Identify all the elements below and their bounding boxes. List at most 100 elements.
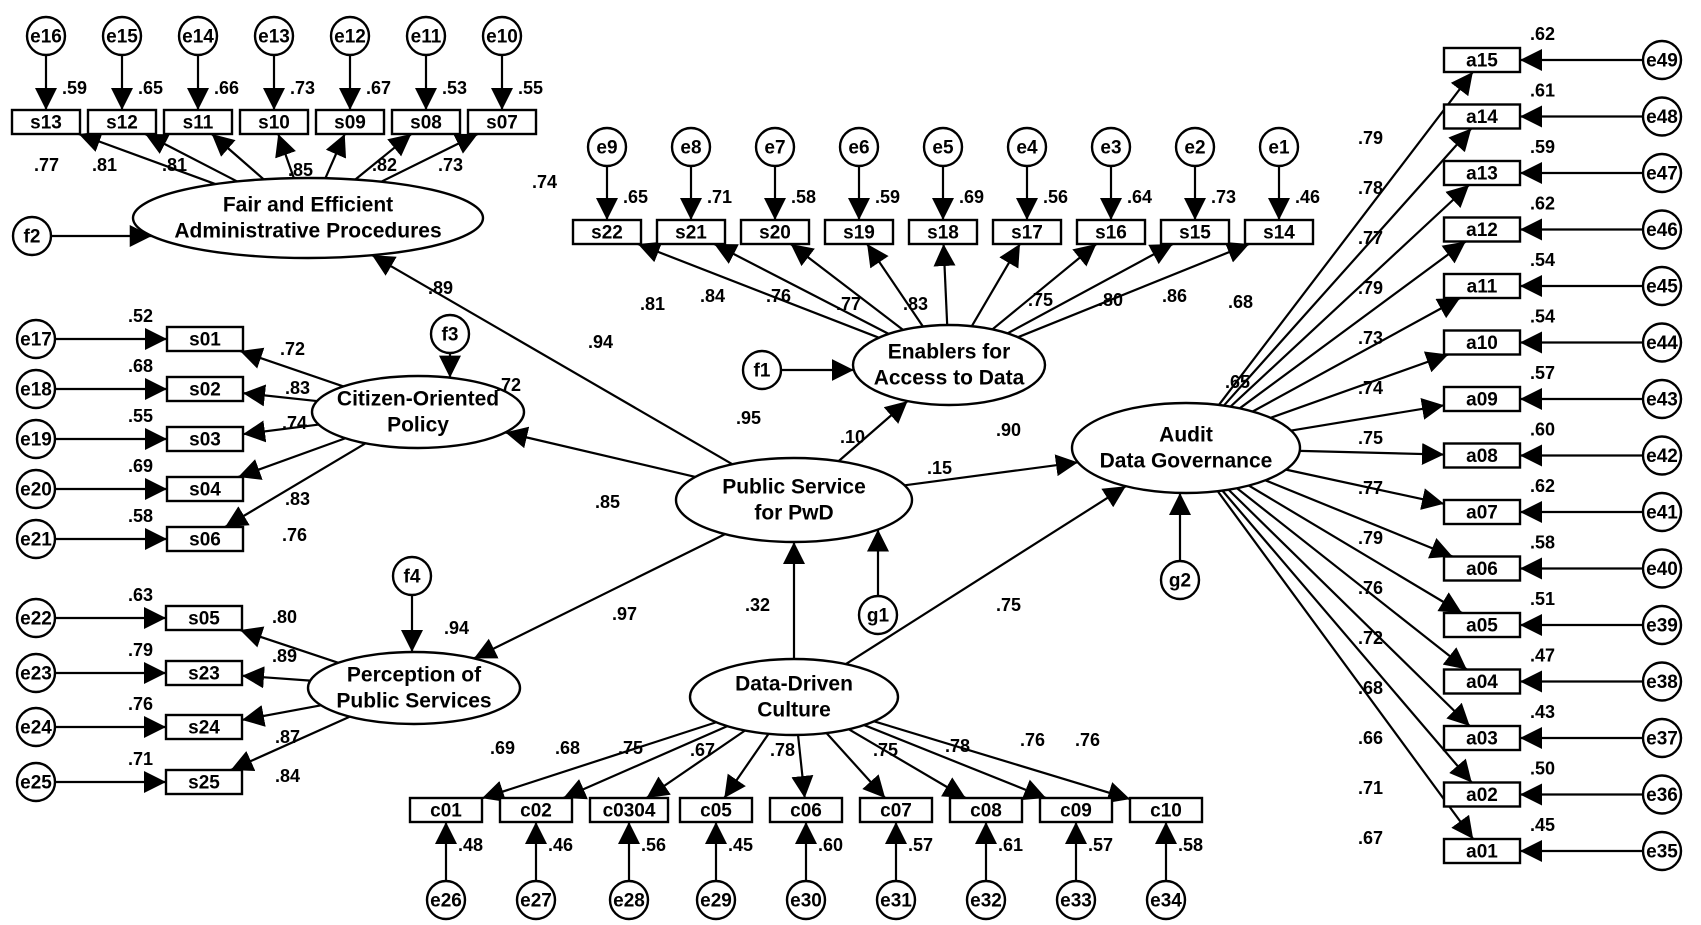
indicator-s06-label: s06 bbox=[189, 530, 221, 551]
r2-label-a11: .54 bbox=[1530, 250, 1555, 270]
loading-label-s23: .89 bbox=[272, 646, 297, 666]
loading-label-c07: .75 bbox=[873, 740, 898, 760]
loading-arrow-s17 bbox=[970, 243, 1021, 327]
latent-r2-ead: .90 bbox=[996, 420, 1021, 440]
indicator-a07-label: a07 bbox=[1466, 503, 1498, 524]
indicator-s05-label: s05 bbox=[188, 609, 220, 630]
r2-label-a02: .50 bbox=[1530, 759, 1555, 779]
latent-ead-ellipse bbox=[851, 323, 1047, 407]
latent-psp-label: for PwD bbox=[754, 502, 833, 525]
indicator-s21-label: s21 bbox=[675, 223, 707, 244]
error-e43-label: e43 bbox=[1646, 390, 1678, 411]
loading-label-s21: .84 bbox=[700, 286, 725, 306]
latent-adg-label: Audit bbox=[1159, 424, 1213, 447]
indicator-a13-label: a13 bbox=[1466, 164, 1498, 185]
indicator-s18-box bbox=[907, 218, 979, 246]
latent-feap-label: Administrative Procedures bbox=[174, 220, 441, 243]
error-e21-circle bbox=[15, 518, 57, 560]
loading-arrow-s10 bbox=[275, 133, 296, 179]
indicator-c07-box bbox=[858, 796, 934, 824]
indicator-s23-label: s23 bbox=[188, 664, 220, 685]
indicator-s20-label: s20 bbox=[759, 223, 791, 244]
error-e36-circle bbox=[1641, 774, 1683, 815]
loading-arrow-a10 bbox=[1270, 351, 1449, 419]
error-e16-label: e16 bbox=[30, 27, 62, 48]
error-e6-circle bbox=[838, 126, 880, 168]
error-e35-label: e35 bbox=[1646, 842, 1678, 863]
path-arrow-psp-cop bbox=[505, 426, 696, 478]
error-e11-label: e11 bbox=[411, 27, 442, 48]
r2-label-s10: .73 bbox=[290, 78, 315, 98]
error-e41-circle bbox=[1641, 491, 1683, 533]
r2-label-c01: .48 bbox=[458, 835, 483, 855]
indicator-s19-label: s19 bbox=[843, 223, 875, 244]
r2-label-c05: .45 bbox=[728, 835, 753, 855]
error-e47-circle bbox=[1641, 152, 1683, 194]
loading-arrow-s08 bbox=[354, 133, 412, 181]
loading-label-s04: .83 bbox=[285, 489, 310, 509]
error-e5-circle bbox=[922, 126, 964, 168]
error-e25-circle bbox=[15, 761, 57, 803]
r2-label-s21: .71 bbox=[707, 187, 732, 207]
r2-label-a09: .57 bbox=[1530, 363, 1555, 383]
error-e15-circle bbox=[101, 15, 143, 57]
path-arrow-psp-pps bbox=[473, 533, 726, 660]
indicator-s08-box bbox=[390, 108, 462, 136]
loading-arrow-a05 bbox=[1248, 484, 1463, 614]
indicator-s23-box bbox=[164, 659, 244, 687]
indicator-a14-box bbox=[1442, 103, 1522, 130]
indicator-s13-box bbox=[10, 108, 82, 136]
loading-label-c06: .78 bbox=[770, 740, 795, 760]
indicator-s10-label: s10 bbox=[258, 113, 290, 134]
path-coef-psp-pps: .97 bbox=[612, 604, 637, 624]
error-e33-circle bbox=[1055, 879, 1097, 921]
r2-label-s16: .64 bbox=[1127, 187, 1152, 207]
latent-cop-ellipse bbox=[310, 374, 526, 450]
indicator-a06-box bbox=[1442, 555, 1522, 582]
r2-label-s06: .58 bbox=[128, 506, 153, 526]
indicator-a01-label: a01 bbox=[1466, 842, 1498, 863]
indicator-c09-label: c09 bbox=[1060, 801, 1092, 822]
indicator-s06-box bbox=[165, 525, 245, 553]
error-e40-circle bbox=[1641, 548, 1683, 589]
loading-label-a12: .79 bbox=[1358, 278, 1383, 298]
loading-arrow-a02 bbox=[1221, 489, 1473, 784]
indicator-s11-box bbox=[162, 108, 234, 136]
loading-label-s07: .74 bbox=[532, 172, 557, 192]
error-e29-label: e29 bbox=[700, 891, 732, 912]
error-e17-label: e17 bbox=[20, 330, 52, 351]
loading-arrow-a06 bbox=[1264, 479, 1453, 559]
indicator-c08-label: c08 bbox=[970, 801, 1002, 822]
loading-arrow-a11 bbox=[1252, 297, 1461, 413]
error-e27-circle bbox=[515, 879, 557, 921]
indicator-c01-box bbox=[408, 796, 484, 824]
error-e13-circle bbox=[253, 15, 295, 57]
error-e39-circle bbox=[1641, 604, 1683, 646]
indicator-a10-label: a10 bbox=[1466, 333, 1498, 354]
loading-arrow-s20 bbox=[790, 243, 904, 331]
indicator-a15-box bbox=[1442, 46, 1522, 74]
indicator-a03-label: a03 bbox=[1466, 729, 1498, 750]
loading-arrow-a13 bbox=[1229, 184, 1470, 408]
loading-label-a01: .67 bbox=[1358, 828, 1383, 848]
latent-ead-label: Access to Data bbox=[874, 367, 1025, 390]
indicator-s03-box bbox=[165, 425, 245, 453]
error-e24-circle bbox=[15, 706, 57, 748]
indicator-a08-box bbox=[1442, 442, 1522, 469]
r2-label-s13: .59 bbox=[62, 78, 87, 98]
r2-label-s15: .73 bbox=[1211, 187, 1236, 207]
latent-cop-label: Citizen-Oriented bbox=[337, 388, 499, 411]
loading-arrow-s04 bbox=[237, 437, 346, 480]
error-e49-label: e49 bbox=[1646, 51, 1678, 72]
indicator-s08-label: s08 bbox=[410, 113, 442, 134]
loading-label-c09: .76 bbox=[1020, 730, 1045, 750]
error-e17-circle bbox=[15, 318, 57, 360]
error-e20-circle bbox=[15, 468, 57, 510]
loading-label-c02: .68 bbox=[555, 738, 580, 758]
indicator-a05-box bbox=[1442, 611, 1522, 639]
loading-arrow-a01 bbox=[1216, 490, 1475, 840]
indicator-c01-label: c01 bbox=[430, 801, 462, 822]
loading-label-a07: .79 bbox=[1358, 528, 1383, 548]
indicator-s09-label: s09 bbox=[334, 113, 366, 134]
indicator-a02-label: a02 bbox=[1466, 785, 1498, 806]
